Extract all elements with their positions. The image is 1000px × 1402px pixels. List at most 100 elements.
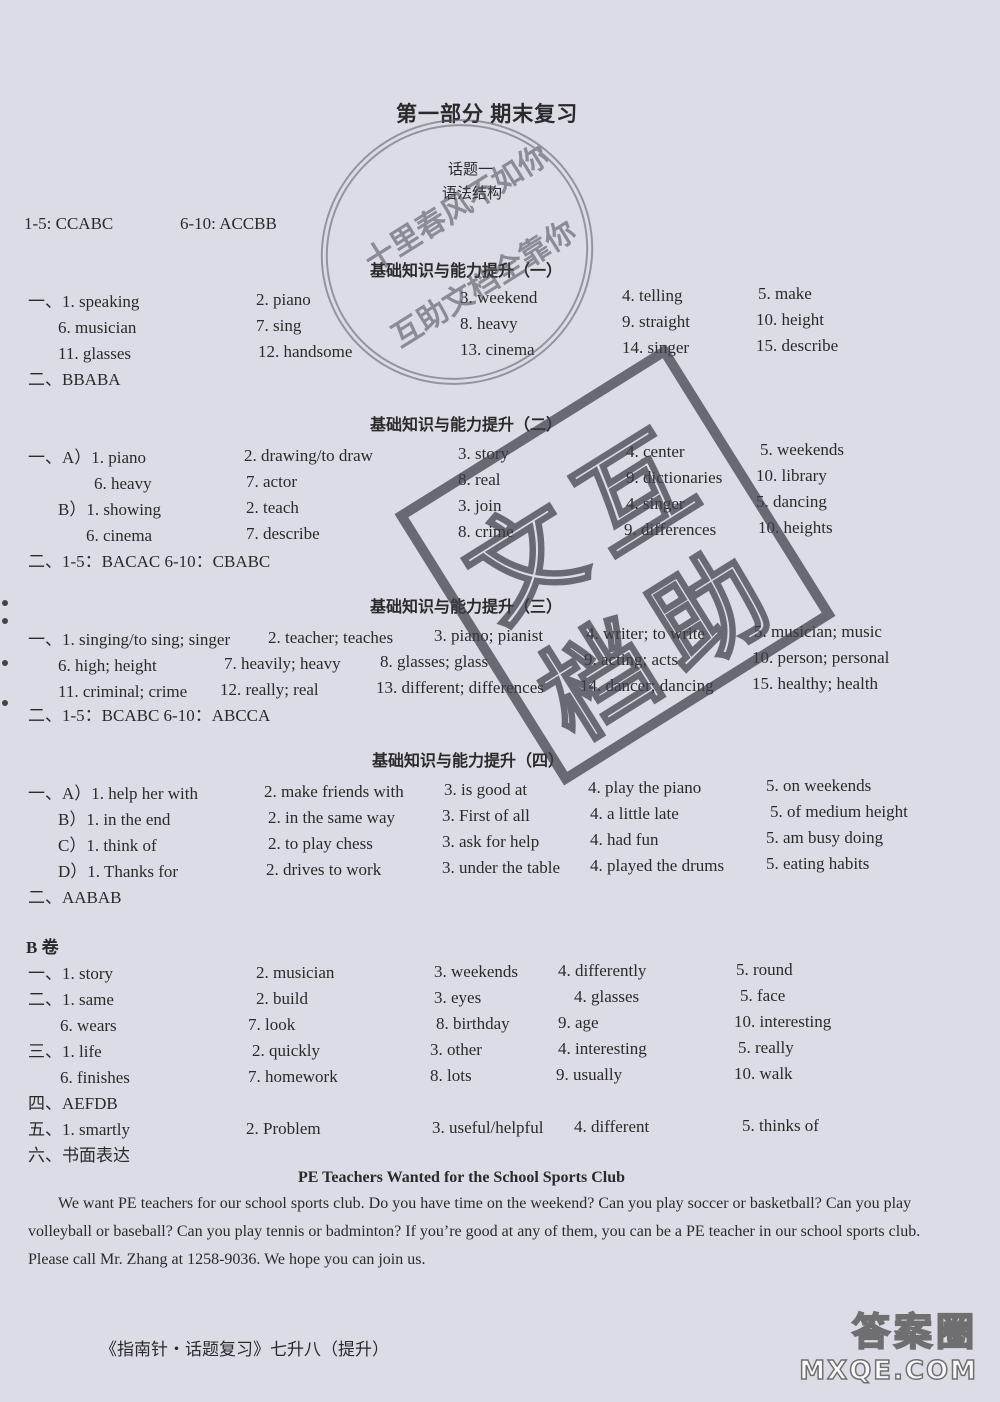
answer-cell: 2. quickly [252,1041,320,1060]
answer-cell: 2. build [256,989,308,1008]
answer-cell: 四、AEFDB [28,1094,118,1113]
answer-cell: 2. make friends with [264,782,404,801]
answer-cell: 三、1. life [28,1042,102,1061]
answer-cell: 9. differences [624,520,717,539]
answer-cell: 4. writer; to write [586,624,705,643]
answer-cell: B）1. in the end [58,810,171,829]
answer-cell: 11. glasses [58,344,132,363]
answer-cell: 5. really [738,1038,794,1057]
footer-book-title: 《指南针・话题复习》七升八（提升） [100,1340,389,1359]
answer-cell: 3. story [458,444,509,463]
answer-cell: 5. face [740,986,786,1005]
part2-answers-2: 二、1-5：BACAC 6-10：CBABC [28,552,271,571]
answer-cell: 5. eating habits [766,854,870,873]
answer-cell: 3. First of all [442,806,530,825]
answer-cell: 12. handsome [258,342,353,361]
answer-cell: 5. musician; music [754,622,882,641]
square-seal: 互 助 文 档 [394,344,836,786]
b-paper-heading: B 卷 [26,938,59,957]
answer-cell: 7. describe [246,524,320,543]
answer-cell: 4. singer [626,494,685,513]
answer-cell: 4. differently [558,961,647,980]
answer-cell: 4. play the piano [588,778,702,797]
answer-cell: 3. ask for help [442,832,540,851]
answer-cell: 5. dancing [756,492,827,511]
answer-cell: C）1. think of [58,836,157,855]
answer-cell: 5. of medium height [770,802,908,821]
answer-cell: 5. weekends [760,440,845,459]
answer-cell: 6. wears [60,1016,117,1035]
page-title: 第一部分 期末复习 [396,102,579,126]
answer-cell: 5. on weekends [766,776,872,795]
answer-cell: 4. center [626,442,685,461]
answer-cell: 13. different; differences [376,678,544,697]
answer-cell: 10. person; personal [752,648,890,667]
answer-cell: 五、1. smartly [28,1120,130,1139]
answer-cell: 7. actor [246,472,297,491]
answer-cell: D）1. Thanks for [58,862,179,881]
answer-cell: 4. interesting [558,1039,647,1058]
answer-cell: 4. different [574,1117,650,1136]
answer-cell: 9. age [558,1013,599,1032]
answer-cell: 2. in the same way [268,808,395,827]
answer-cell: 二、1. same [28,990,114,1009]
answer-cell: B）1. showing [58,500,161,519]
answer-cell: 2. musician [256,963,335,982]
answer-cell: 4. glasses [574,987,640,1006]
answer-cell: 14. singer [622,338,690,357]
answer-cell: 10. library [756,466,827,485]
answer-cell: 六、书面表达 [28,1146,130,1165]
binding-holes [0,600,12,720]
part2-answers-4: 二、AABAB [28,888,122,907]
answer-cell: 8. lots [430,1066,472,1085]
answer-cell: 8. real [458,470,501,489]
answer-cell: 5. round [736,960,793,979]
answer-cell: 3. other [430,1040,482,1059]
answer-cell: 3. weekends [434,962,519,981]
part2-answers-3: 二、1-5：BCABC 6-10：ABCCA [28,706,271,725]
answer-cell: 2. piano [256,290,311,309]
answer-cell: 13. cinema [460,340,535,359]
answer-cell: 2. to play chess [268,834,373,853]
answer-cell: 4. had fun [590,830,659,849]
answer-cell: 7. sing [256,316,302,335]
answer-cell: 2. teacher; teaches [268,628,394,647]
answer-cell: 3. piano; pianist [434,626,544,645]
answer-cell: 5. thinks of [742,1116,819,1135]
part2-answers-1: 二、BBABA [28,370,121,389]
answer-cell: 6. high; height [58,656,157,675]
answer-cell: 3. join [458,496,502,515]
answer-cell: 7. homework [248,1067,338,1086]
answer-cell: 10. height [756,310,824,329]
essay-body: We want PE teachers for our school sport… [28,1195,921,1268]
answer-cell: 5. am busy doing [766,828,884,847]
answer-cell: 4. a little late [590,804,679,823]
answer-cell: 8. heavy [460,314,518,333]
answer-cell: 7. heavily; heavy [224,654,341,673]
answer-cell: 一、1. story [28,964,113,983]
intro-answers-6-10: 6-10: ACCBB [180,214,277,233]
answer-cell: 9. dictionaries [626,468,723,487]
answer-cell: 2. drawing/to draw [244,446,373,465]
essay-title: PE Teachers Wanted for the School Sports… [298,1169,626,1186]
answer-cell: 11. criminal; crime [58,682,188,701]
answer-cell: 6. heavy [94,474,152,493]
answer-cell: 9. straight [622,312,690,331]
answer-cell: 10. heights [758,518,833,537]
answer-cell: 10. interesting [734,1012,832,1031]
answer-cell: 一、A）1. piano [28,448,147,467]
answer-cell: 3. useful/helpful [432,1118,544,1137]
answer-cell: 8. birthday [436,1014,510,1033]
section-heading-4: 基础知识与能力提升（四） [372,753,565,770]
answer-cell: 2. drives to work [266,860,382,879]
answer-cell: 8. crime [458,522,514,541]
answer-cell: 4. played the drums [590,856,725,875]
answer-cell: 6. cinema [86,526,153,545]
answer-cell: 7. look [248,1015,296,1034]
watermark-logo: 答案圈 MXQE.COM [799,1301,978,1387]
section-heading-3: 基础知识与能力提升（三） [370,599,563,616]
intro-answers-1-5: 1-5: CCABC [24,214,114,233]
watermark-small: MXQE.COM [799,1355,978,1387]
answer-cell: 8. glasses; glass [380,652,489,671]
